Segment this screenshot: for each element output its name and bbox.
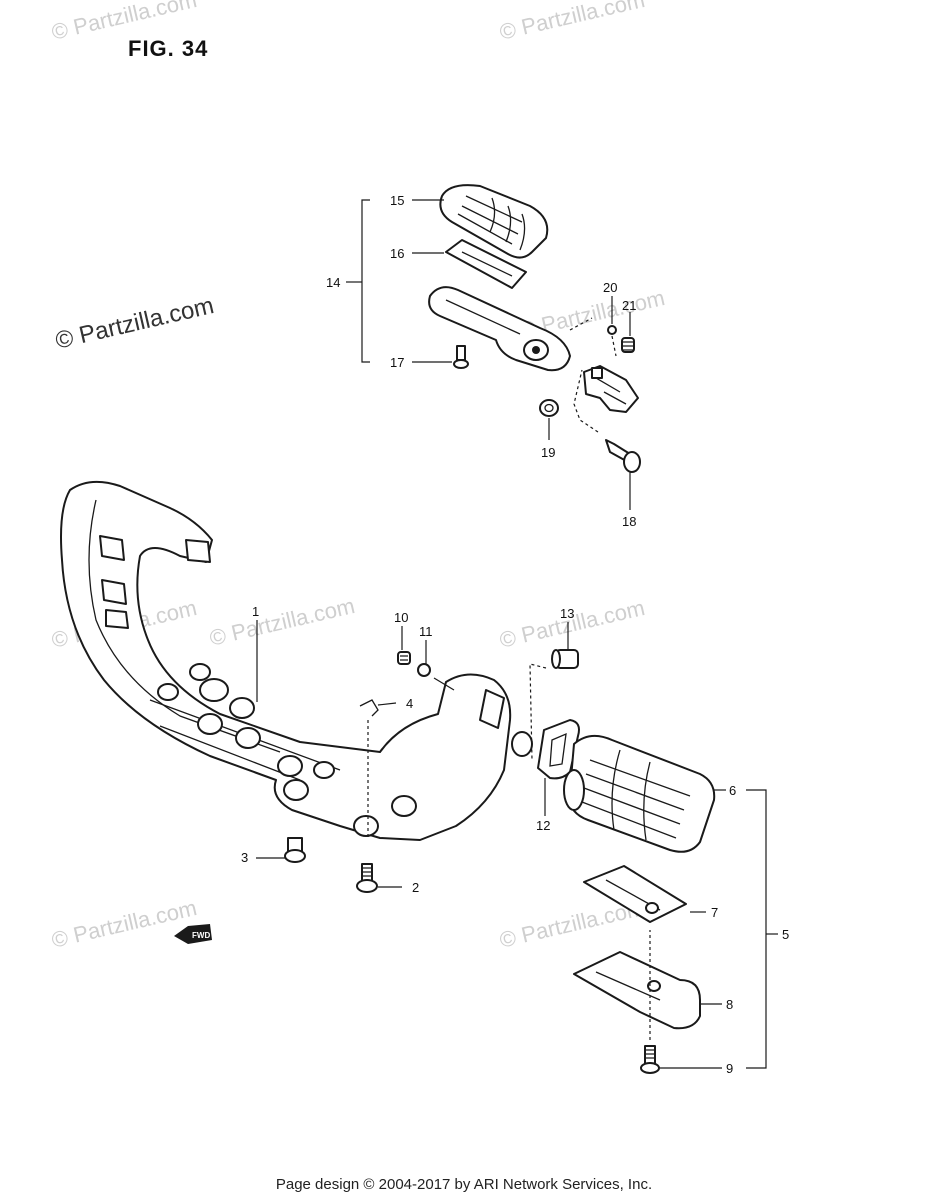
part-21-spring [621, 337, 635, 353]
callout-6: 6 [729, 783, 736, 798]
callout-2: 2 [412, 880, 419, 895]
callout-4: 4 [406, 696, 413, 711]
part-15-rubber-grip [439, 184, 549, 259]
callout-18: 18 [622, 514, 636, 529]
part-17-bolt [453, 345, 469, 369]
callout-14: 14 [326, 275, 340, 290]
part-10-bolt [397, 651, 411, 665]
figure-title: FIG. 34 [128, 36, 209, 61]
part-7-plate [583, 865, 687, 923]
upper-footrest-bracket [428, 286, 571, 372]
callout-10: 10 [394, 610, 408, 625]
part-4-clip [359, 699, 379, 717]
callout-11: 11 [419, 624, 433, 639]
callout-16: 16 [390, 246, 404, 261]
part-8-footrest-body [573, 951, 701, 1030]
hinge-bracket [583, 365, 639, 413]
callout-13: 13 [560, 606, 574, 621]
callout-3: 3 [241, 850, 248, 865]
callout-8: 8 [726, 997, 733, 1012]
callout-15: 15 [390, 193, 404, 208]
callout-17: 17 [390, 355, 404, 370]
part-2-bolt [356, 863, 378, 893]
forward-direction-arrow-icon: FWD [174, 924, 212, 944]
callout-19: 19 [541, 445, 555, 460]
callout-7: 7 [711, 905, 718, 920]
forward-direction-label: FWD [192, 931, 210, 940]
callout-21: 21 [622, 298, 636, 313]
part-11-nut [417, 663, 431, 677]
page-footer: Page design © 2004-2017 by ARI Network S… [275, 1176, 653, 1193]
part-3-bolt [284, 837, 306, 863]
part-19-washer [539, 399, 559, 417]
callout-5: 5 [782, 927, 789, 942]
part-20-ball [607, 325, 617, 335]
part-13-collar [551, 649, 579, 669]
callout-20: 20 [603, 280, 617, 295]
part-6-footpeg-rubber [563, 734, 716, 853]
callout-12: 12 [536, 818, 550, 833]
callout-9: 9 [726, 1061, 733, 1076]
part-18-pin [605, 439, 641, 473]
callout-1: 1 [252, 604, 259, 619]
part-16-plate [445, 239, 527, 289]
part-9-bolt [640, 1045, 660, 1074]
part-1-footrest-stay [60, 480, 533, 841]
